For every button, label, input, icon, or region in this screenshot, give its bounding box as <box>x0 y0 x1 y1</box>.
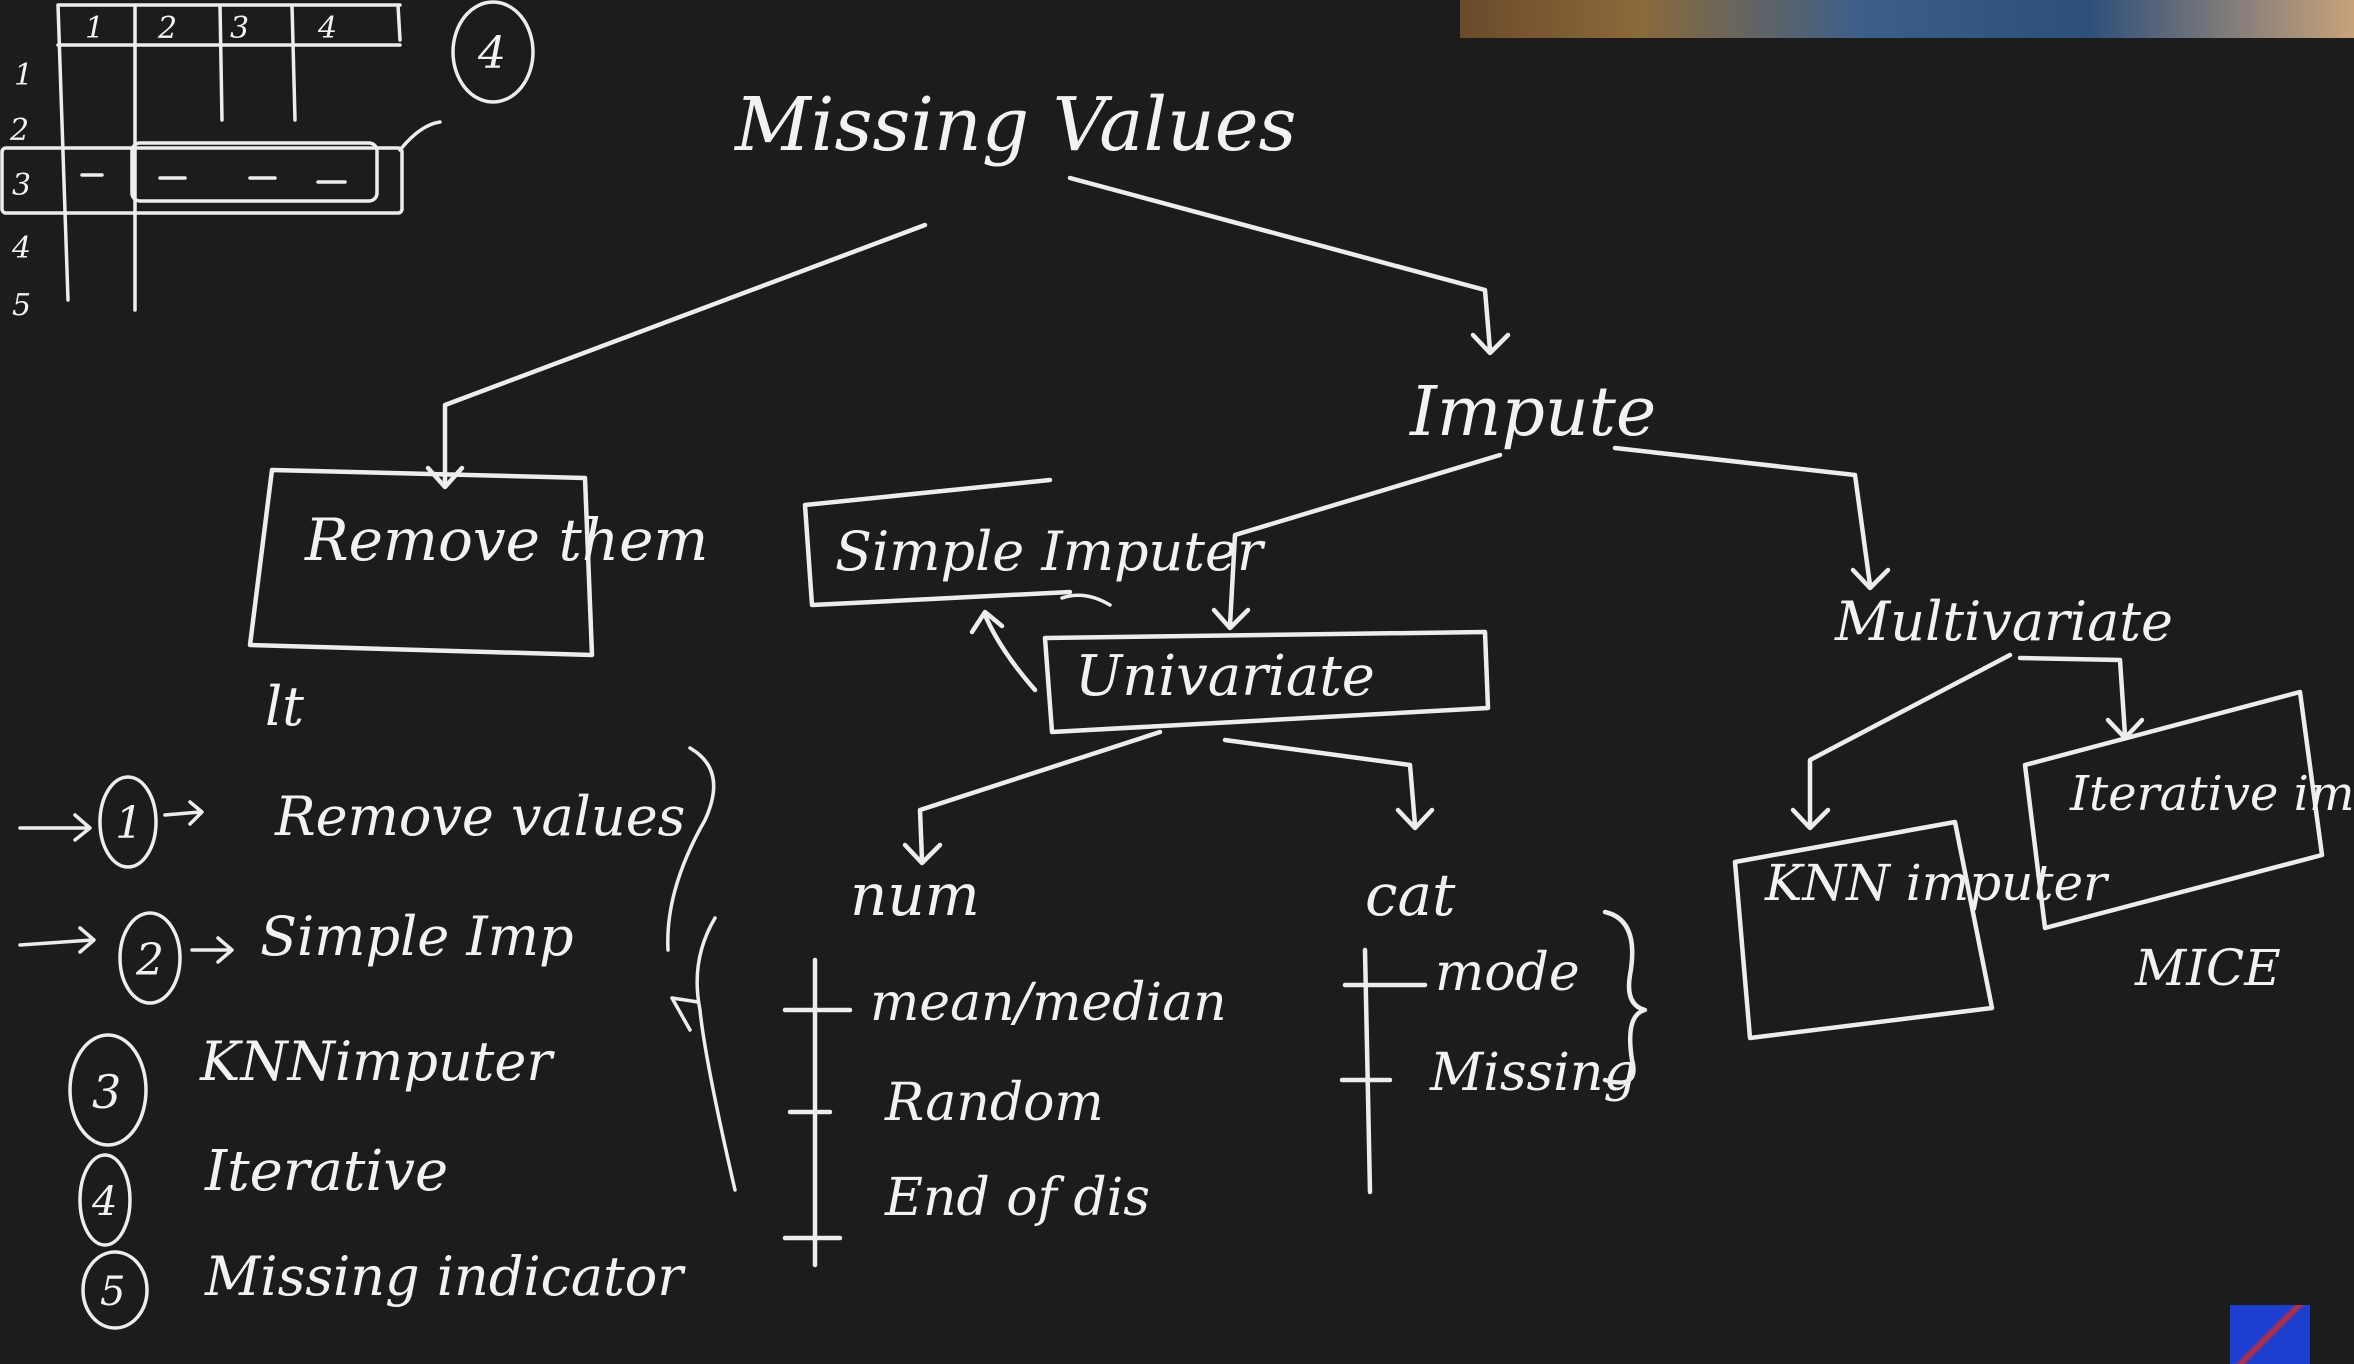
channel-logo <box>2230 1305 2310 1364</box>
summary-item: Remove values <box>274 785 685 848</box>
circled-number: 4 <box>477 28 506 79</box>
grid-row-label: 5 <box>12 288 31 323</box>
summary-number: 4 <box>91 1179 117 1225</box>
grid-row-label: 1 <box>14 58 33 93</box>
summary-number: 5 <box>100 1269 125 1315</box>
data-grid: 1 2 3 4 1 2 3 4 5 4 <box>0 0 535 323</box>
grid-col-label: 1 <box>85 11 104 46</box>
grid-row-label: 2 <box>9 113 29 148</box>
num-label: num <box>850 861 980 929</box>
cat-item: mode <box>1435 943 1580 1003</box>
remove-note: lt <box>265 675 304 738</box>
grid-col-label: 4 <box>317 11 337 46</box>
simple-imputer-node: Simple Imputer <box>802 477 1266 608</box>
summary-item: Missing indicator <box>204 1245 686 1308</box>
cat-branch: cat mode Missing <box>1339 861 1648 1195</box>
mice-label: MICE <box>2134 939 2281 997</box>
num-item: End of dis <box>884 1168 1150 1228</box>
simple-imputer-label: Simple Imputer <box>835 520 1266 583</box>
tree-connectors <box>425 175 2145 866</box>
num-branch: num mean/median Random End of dis <box>782 861 1227 1268</box>
summary-number: 2 <box>135 935 164 986</box>
summary-list: 1 Remove values 2 Simple Imp 3 KNNimpute… <box>18 746 737 1330</box>
diagram-title: Missing Values <box>733 82 1296 168</box>
iterative-imputer-label: Iterative imputer <box>2069 766 2354 822</box>
knn-imputer-label: KNN imputer <box>1764 854 2110 912</box>
iterative-imputer-node: Iterative imputer MICE <box>2022 689 2354 997</box>
knn-imputer-node: KNN imputer <box>1732 819 2110 1041</box>
num-item: Random <box>884 1073 1104 1133</box>
summary-item: KNNimputer <box>199 1030 555 1093</box>
num-item: mean/median <box>870 973 1227 1033</box>
grid-row-label: 3 <box>12 168 31 203</box>
grid-col-label: 3 <box>230 11 249 46</box>
summary-number: 3 <box>92 1065 121 1119</box>
summary-number: 1 <box>115 798 143 849</box>
remove-node-label: Remove them <box>304 506 708 574</box>
webcam-feed <box>1460 0 2354 38</box>
summary-item: Iterative <box>204 1139 448 1204</box>
remove-node: Remove them lt <box>247 467 708 738</box>
univariate-node: Univariate <box>1042 629 1491 735</box>
univariate-label: Univariate <box>1075 644 1375 709</box>
cat-label: cat <box>1365 861 1456 929</box>
multivariate-node: Multivariate <box>1834 590 2173 653</box>
grid-col-label: 2 <box>157 11 177 46</box>
summary-item: Simple Imp <box>260 905 574 968</box>
cat-item: Missing <box>1429 1043 1637 1103</box>
grid-row-label: 4 <box>11 231 31 266</box>
impute-node: Impute <box>1408 373 1656 452</box>
